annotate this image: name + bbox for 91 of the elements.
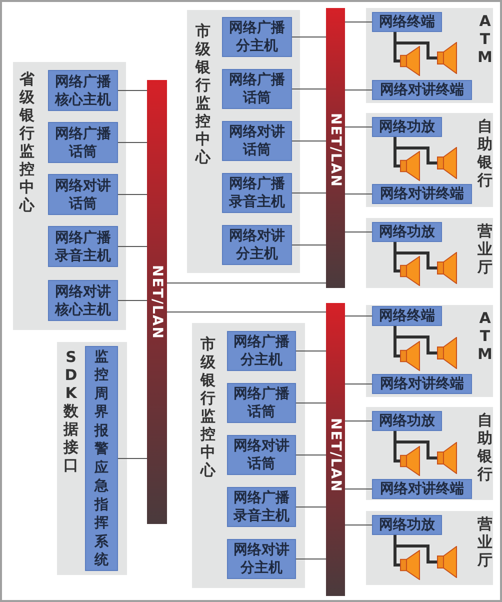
connector-line — [118, 300, 148, 301]
device-box: 网络功放 — [372, 222, 442, 242]
speaker-icon — [400, 341, 420, 371]
group-panel — [366, 511, 493, 585]
connector-line — [292, 36, 326, 38]
connector-line — [166, 282, 326, 284]
connector-line — [344, 126, 372, 128]
device-box: 网络广播分主机 — [227, 331, 296, 371]
speaker-icon — [437, 337, 457, 369]
bus-label: NET/LAN — [326, 418, 344, 492]
device-box: 网络对讲话筒 — [222, 121, 292, 161]
device-box: 网络广播话筒 — [48, 122, 118, 163]
panel-title: 自助银行 — [477, 411, 493, 483]
panel-title: 市级银行监控中心 — [200, 335, 216, 479]
device-box: 网络对讲话筒 — [227, 435, 296, 475]
bus-label: NET/LAN — [148, 265, 166, 340]
group-panel — [366, 305, 493, 397]
panel-title: 自助银行 — [477, 117, 493, 189]
speaker-icon — [437, 252, 457, 284]
device-box: 网络对讲分主机 — [227, 539, 296, 579]
connector-line — [296, 454, 326, 456]
panel-title: 营业厅 — [477, 222, 493, 276]
connector-line — [292, 140, 326, 142]
device-box: 网络对讲终端 — [372, 80, 472, 100]
speaker-icon — [400, 446, 420, 476]
connector-line — [118, 90, 148, 91]
device-box: 网络对讲终端 — [372, 184, 472, 204]
connector-line — [118, 458, 148, 459]
device-box: 网络广播录音主机 — [222, 173, 292, 213]
group-panel — [13, 62, 126, 330]
connector-line — [296, 350, 326, 352]
connector-line — [344, 488, 372, 490]
group-panel — [366, 407, 493, 500]
device-box: 监控周界报警应急指挥系统 — [85, 346, 118, 571]
panel-title: 营业厅 — [477, 515, 493, 569]
connector-line — [296, 558, 326, 560]
connector-line — [296, 506, 326, 508]
speaker-wire — [394, 535, 437, 564]
connector-line — [118, 194, 148, 195]
group-panel — [192, 323, 305, 588]
group-panel — [187, 10, 300, 273]
device-box: 网络广播录音主机 — [48, 226, 118, 267]
panel-title: 市级银行监控中心 — [195, 22, 211, 166]
device-box: 网络广播话筒 — [222, 69, 292, 109]
connector-line — [118, 142, 148, 143]
device-box: 网络终端 — [372, 306, 442, 326]
group-panel — [366, 218, 493, 288]
group-panel — [366, 113, 493, 207]
speaker-wire — [394, 32, 437, 60]
connector-line — [344, 524, 372, 526]
speaker-icon — [437, 42, 457, 74]
connector-line — [292, 192, 326, 194]
device-box: 网络广播录音主机 — [227, 487, 296, 527]
speaker-icon — [400, 46, 420, 76]
bus-label: NET/LAN — [326, 113, 344, 188]
group-panel — [366, 8, 493, 103]
device-box: 网络功放 — [372, 117, 442, 137]
group-panel — [57, 342, 127, 575]
panel-title: ATM — [477, 12, 493, 66]
device-box: 网络广播话筒 — [227, 383, 296, 423]
speaker-icon — [437, 147, 457, 179]
device-box: 网络功放 — [372, 515, 442, 535]
speaker-wire — [394, 137, 437, 164]
speaker-wire — [394, 326, 437, 354]
network-bus — [326, 8, 345, 288]
panel-title: SDK数据接口 — [63, 348, 79, 474]
network-bus — [147, 80, 167, 524]
panel-title: ATM — [477, 309, 493, 363]
speaker-icon — [437, 546, 457, 578]
connector-line — [344, 420, 372, 422]
network-bus — [326, 303, 345, 596]
speaker-icon — [437, 442, 457, 474]
connector-line — [292, 88, 326, 90]
device-box: 网络功放 — [372, 411, 442, 431]
speaker-icon — [400, 151, 420, 181]
speaker-wire — [394, 242, 437, 270]
device-box: 网络广播分主机 — [222, 17, 292, 57]
device-box: 网络对讲分主机 — [222, 225, 292, 265]
speaker-icon — [400, 256, 420, 286]
device-box: 网络广播核心主机 — [48, 70, 118, 111]
device-box: 网络对讲核心主机 — [48, 280, 118, 321]
speaker-icon — [400, 550, 420, 580]
connector-line — [292, 244, 326, 246]
device-box: 网络对讲终端 — [372, 479, 472, 499]
device-box: 网络终端 — [372, 12, 442, 32]
speaker-wire — [394, 431, 437, 460]
connector-line — [118, 246, 148, 247]
connector-line — [296, 402, 326, 404]
panel-title: 省级银行监控中心 — [19, 70, 35, 214]
device-box: 网络对讲终端 — [372, 374, 472, 394]
device-box: 网络对讲话筒 — [48, 174, 118, 215]
